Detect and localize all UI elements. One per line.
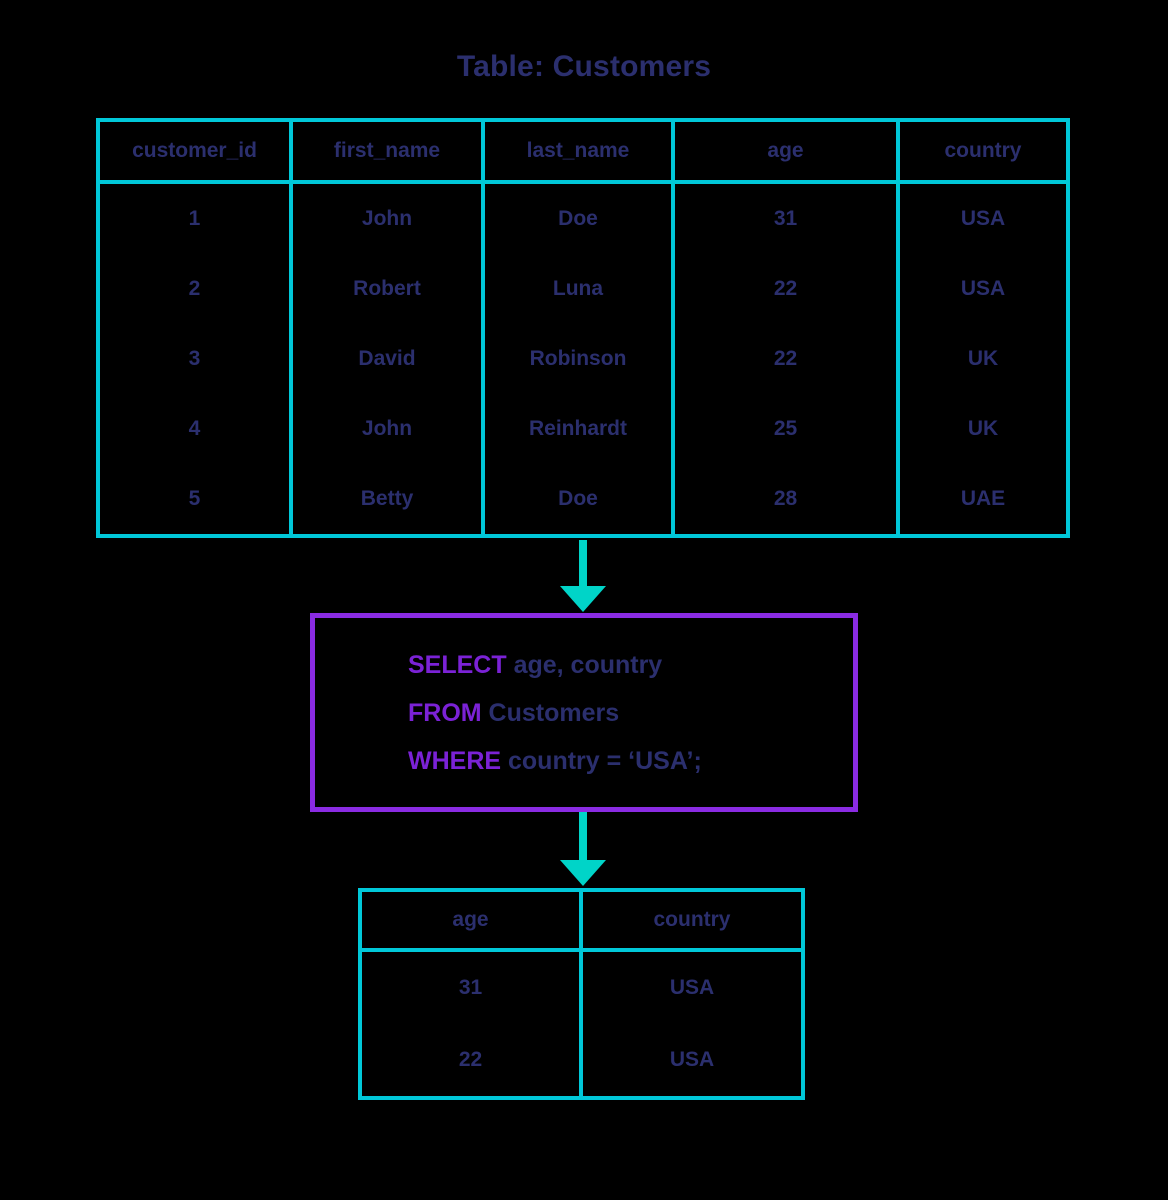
down-arrow-icon [560,812,606,888]
customers-table-header-row: customer_id first_name last_name age cou… [100,122,1066,184]
sql-clause-from-table: Customers [481,698,620,727]
cell-age: 25 [773,417,798,440]
arrow-shaft [579,540,587,588]
column-header-first-name: first_name [293,122,485,180]
sql-keyword-from: FROM [408,698,482,727]
cell-first-name: John [361,417,413,440]
cell-first-name: John [361,207,413,230]
cell-customer-id: 4 [188,417,201,440]
result-table: age country 31 22 USA USA [358,888,805,1100]
column-header-customer-id: customer_id [100,122,293,180]
sql-query-box: SELECT age, country FROM Customers WHERE… [310,613,858,812]
result-column-country: USA USA [583,952,801,1096]
sql-line-where: WHERE country = ‘USA’; [408,737,853,785]
cell-last-name: Doe [558,207,598,230]
cell-country: UK [967,417,999,440]
cell-last-name: Robinson [529,347,627,370]
column-header-country: country [944,139,1022,162]
result-table-header-row: age country [362,892,801,952]
cell-age: 28 [773,487,798,510]
page-title: Table: Customers [456,50,712,83]
cell-customer-id: 3 [188,347,201,370]
result-cell-country: USA [669,976,715,999]
cell-age: 22 [773,347,798,370]
customers-table: customer_id first_name last_name age cou… [96,118,1070,538]
arrow-head [560,860,606,886]
column-customer-id: 1 2 3 4 5 [100,184,293,534]
cell-last-name: Doe [558,487,598,510]
result-column-age: 31 22 [362,952,583,1096]
sql-line-from: FROM Customers [408,689,853,737]
sql-keyword-select: SELECT [408,650,507,679]
cell-country: USA [960,277,1006,300]
cell-age: 22 [773,277,798,300]
column-first-name: John Robert David John Betty [293,184,485,534]
arrow-shaft [579,812,587,862]
result-cell-age: 31 [458,976,483,999]
cell-country: USA [960,207,1006,230]
cell-country: UK [967,347,999,370]
result-column-header-age: age [362,892,583,948]
cell-age: 31 [773,207,798,230]
cell-first-name: Betty [360,487,414,510]
column-header-last-name: last_name [485,122,675,180]
column-header-age: age [675,122,900,180]
sql-clause-where-condition: country = ‘USA’; [501,746,702,775]
result-cell-country: USA [669,1048,715,1071]
cell-last-name: Luna [552,277,604,300]
result-table-body: 31 22 USA USA [362,952,801,1096]
cell-first-name: David [358,347,416,370]
column-country: USA USA UK UK UAE [900,184,1066,534]
cell-customer-id: 2 [188,277,201,300]
sql-clause-select-columns: age, country [506,650,663,679]
sql-line-select: SELECT age, country [408,641,853,689]
column-last-name: Doe Luna Robinson Reinhardt Doe [485,184,675,534]
cell-last-name: Reinhardt [528,417,627,440]
sql-keyword-where: WHERE [408,746,502,775]
cell-customer-id: 5 [188,487,201,510]
customers-table-body: 1 2 3 4 5 John Robert David John Betty D… [100,184,1066,534]
result-cell-age: 22 [458,1048,483,1071]
arrow-head [560,586,606,612]
cell-country: UAE [960,487,1006,510]
down-arrow-icon [560,540,606,614]
column-age: 31 22 22 25 28 [675,184,900,534]
cell-customer-id: 1 [188,207,201,230]
cell-first-name: Robert [353,277,421,300]
result-column-header-country: country [653,908,731,931]
